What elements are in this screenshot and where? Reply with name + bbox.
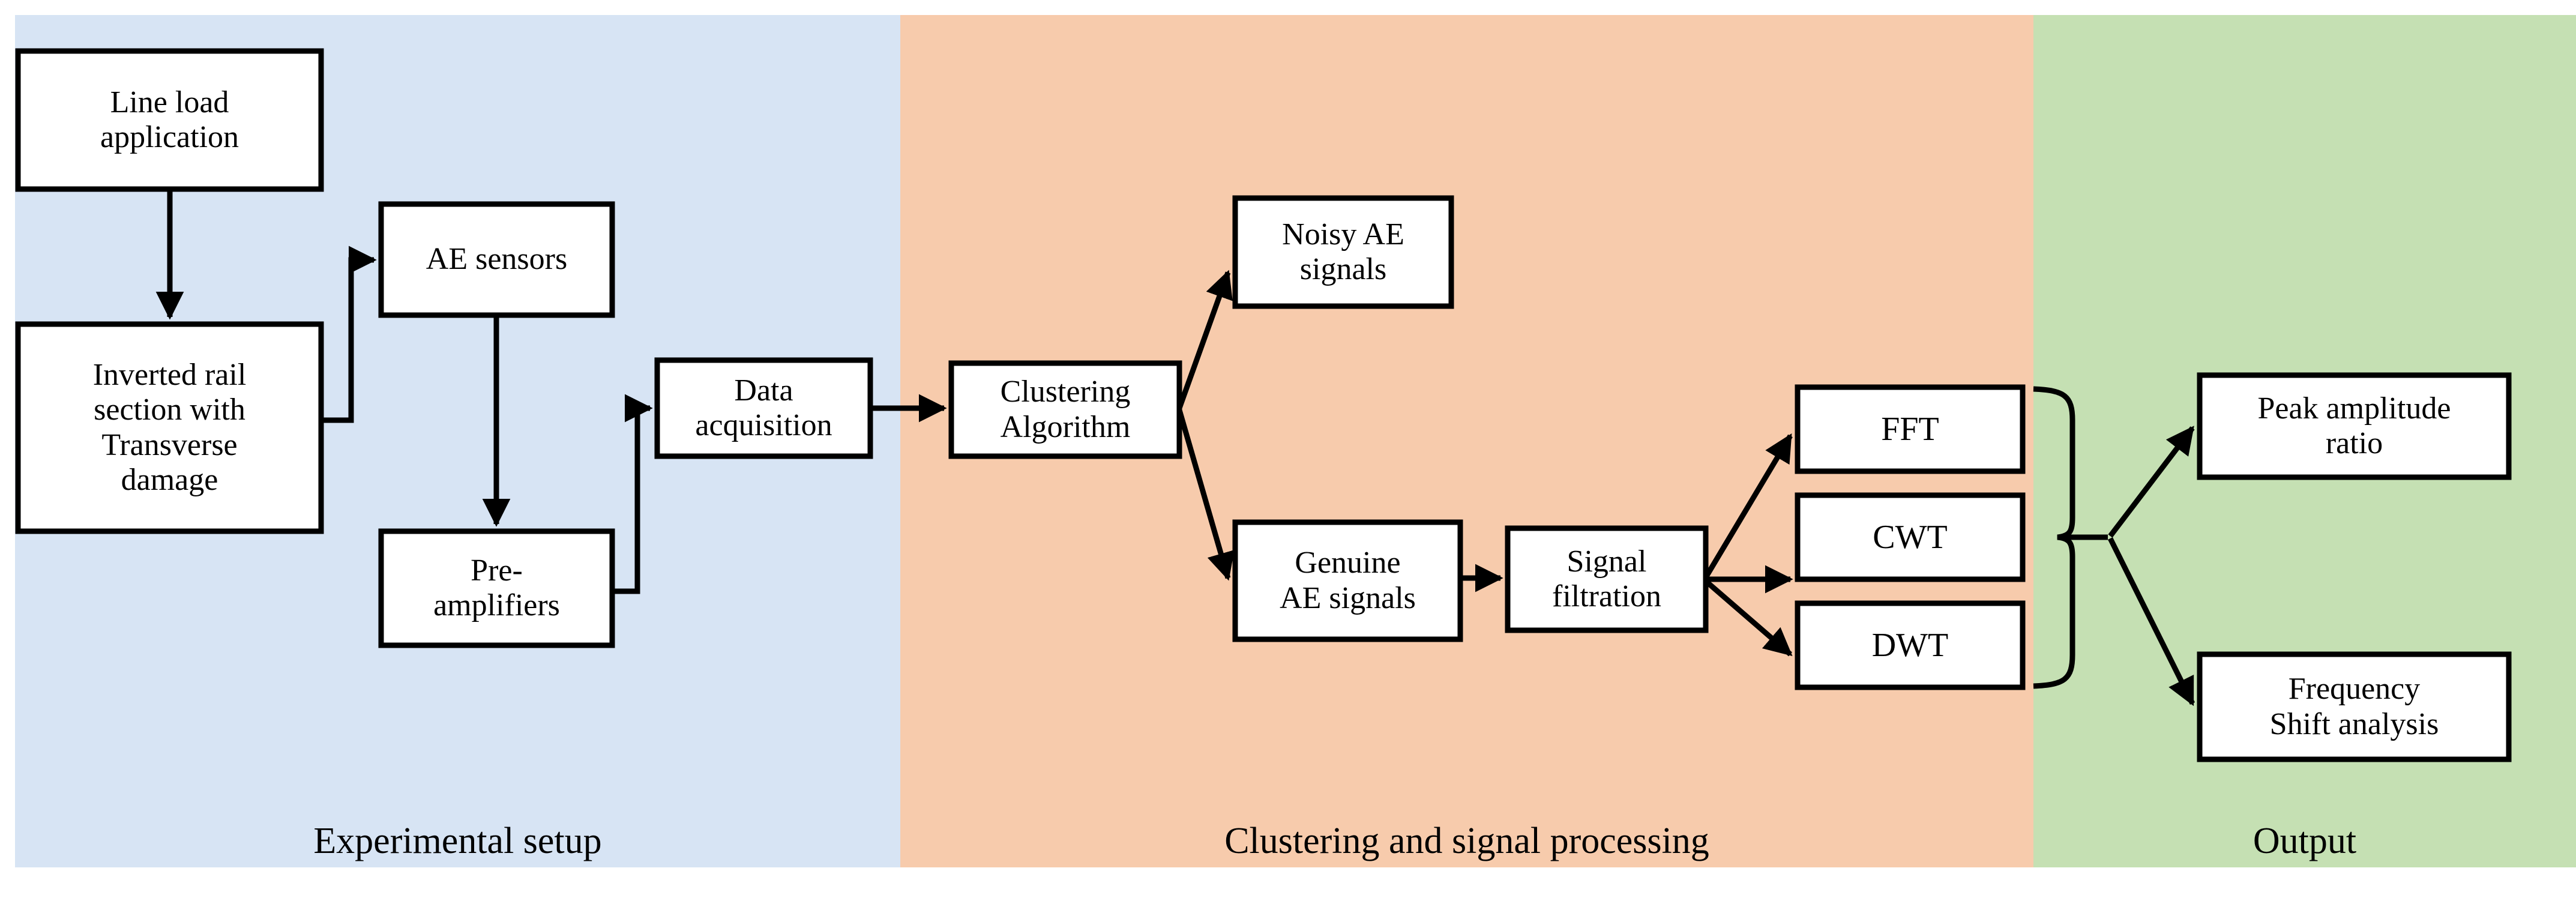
node-box-inverted-rail-section[interactable] [15, 321, 324, 534]
node-box-layer [15, 48, 2512, 762]
node-box-cwt[interactable] [1795, 492, 2026, 582]
node-box-ae-sensors[interactable] [378, 201, 615, 318]
edge-brace-to-peak-amplitude-ratio [2108, 426, 2195, 538]
node-box-frequency-shift-analysis[interactable] [2197, 651, 2512, 762]
node-box-noisy-ae-signals[interactable] [1232, 195, 1454, 309]
node-box-peak-amplitude-ratio[interactable] [2197, 372, 2512, 480]
edge-signal-filtration-to-fft [1703, 433, 1793, 579]
edge-inverted-rail-to-ae-sensors [321, 246, 377, 423]
connector-layer [155, 189, 2195, 707]
edge-brace-to-frequency-shift-analysis [2107, 537, 2195, 707]
node-box-line-load-application[interactable] [15, 48, 324, 192]
panel-label-experimental-setup: Experimental setup [313, 821, 602, 861]
panel-label-output: Output [2252, 821, 2357, 861]
node-box-clustering-algorithm[interactable] [948, 360, 1182, 459]
node-box-data-acquisition[interactable] [654, 357, 873, 459]
edge-signal-filtration-to-dwt [1704, 579, 1793, 657]
edge-pre-amplifiers-to-data-acquisition [612, 394, 653, 594]
node-box-genuine-ae-signals[interactable] [1232, 519, 1463, 642]
edge-clustering-to-noisy-ae [1176, 270, 1233, 409]
node-box-dwt[interactable] [1795, 600, 2026, 690]
edge-clustering-to-genuine-ae [1176, 409, 1235, 581]
node-box-pre-amplifiers[interactable] [378, 528, 615, 648]
panel-label-clustering-and-signal-processing: Clustering and signal processing [1224, 821, 1709, 861]
node-box-signal-filtration[interactable] [1505, 525, 1709, 633]
panel-backgrounds [15, 15, 2576, 867]
node-box-fft[interactable] [1795, 384, 2026, 474]
